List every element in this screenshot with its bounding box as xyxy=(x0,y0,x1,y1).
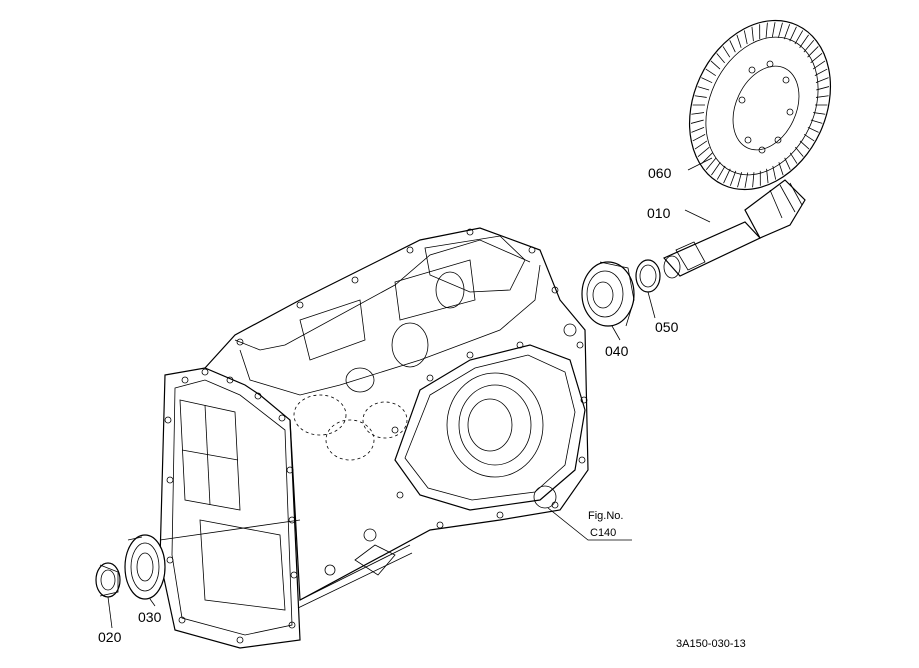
gear-tooth xyxy=(777,22,783,38)
gear-tooth xyxy=(816,86,830,91)
bearing-030 xyxy=(124,534,166,600)
gear-tooth xyxy=(815,95,829,98)
gear-tooth xyxy=(744,172,749,188)
gear-tooth xyxy=(729,40,736,53)
gear-tooth xyxy=(716,165,726,180)
gear-tooth xyxy=(807,126,819,133)
gear-tooth xyxy=(815,77,829,84)
nut-020 xyxy=(95,562,121,598)
part-label-030: 030 xyxy=(138,609,162,625)
part-label-060: 060 xyxy=(648,165,672,181)
gear-tooth xyxy=(810,53,823,64)
gear-tooth xyxy=(691,112,705,115)
gear-tooth xyxy=(765,22,768,38)
gear-tooth xyxy=(716,53,725,64)
gear-tooth xyxy=(705,157,717,171)
gear-tooth xyxy=(692,133,706,142)
gear-tooth xyxy=(803,39,815,53)
gear-tooth xyxy=(799,140,810,150)
drawing-code: 3A150-030-13 xyxy=(676,638,746,650)
gear-tooth xyxy=(743,30,748,45)
pinion-shaft-010 xyxy=(663,179,806,279)
gear-tooth xyxy=(751,26,754,42)
gear-tooth xyxy=(799,34,809,48)
gear-tooth xyxy=(737,172,743,188)
gear-tooth xyxy=(784,157,791,170)
figure-ref-line2: C140 xyxy=(590,527,616,539)
gear-tooth xyxy=(813,112,826,115)
gear-tooth xyxy=(701,77,713,84)
gear-tooth xyxy=(810,119,823,124)
gear-tooth xyxy=(710,60,721,70)
gear-tooth xyxy=(789,26,797,42)
bearing-040 xyxy=(581,261,635,327)
ring-gear-060 xyxy=(688,19,832,191)
part-label-020: 020 xyxy=(98,629,122,645)
gear-tooth xyxy=(691,126,705,133)
gear-tooth xyxy=(771,22,776,38)
gear-tooth xyxy=(694,95,707,98)
gear-tooth xyxy=(752,172,755,188)
figure-ref-line1: Fig.No. xyxy=(588,510,623,522)
gear-tooth xyxy=(807,46,819,58)
part-label-040: 040 xyxy=(605,343,629,359)
gear-tooth xyxy=(783,24,791,40)
gear-tooth xyxy=(701,152,713,164)
part-label-050: 050 xyxy=(655,319,679,335)
gear-tooth xyxy=(690,119,704,124)
gear-tooth xyxy=(789,152,798,164)
gear-tooth xyxy=(722,46,731,58)
gear-tooth xyxy=(795,146,804,157)
gear-tooth xyxy=(711,162,721,176)
gear-tooth xyxy=(766,168,769,184)
transmission-case xyxy=(159,227,589,649)
part-label-010: 010 xyxy=(647,205,671,221)
gear-tooth xyxy=(729,170,737,186)
gear-tooth xyxy=(803,133,815,142)
gear-tooth xyxy=(812,60,826,70)
gear-tooth xyxy=(794,30,804,45)
gear-tooth xyxy=(778,162,784,176)
gear-tooth xyxy=(697,86,710,91)
gear-tooth xyxy=(705,68,717,77)
shim-050 xyxy=(635,259,661,293)
gear-tooth xyxy=(694,140,708,150)
gear-tooth xyxy=(814,68,828,77)
gear-tooth xyxy=(697,146,710,157)
gear-tooth xyxy=(772,165,777,180)
gear-tooth xyxy=(736,34,742,48)
leader-lines xyxy=(107,157,713,629)
gear-tooth xyxy=(723,168,731,184)
